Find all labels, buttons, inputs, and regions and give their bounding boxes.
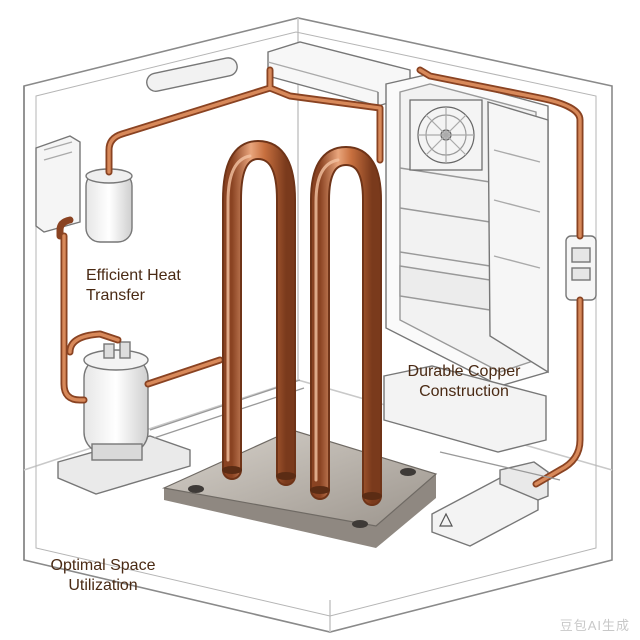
label-line: Construction: [419, 383, 509, 400]
watermark: 豆包AI生成: [559, 618, 630, 633]
label-line: Durable Copper: [407, 363, 521, 380]
label-optimal-space-utilization: Optimal Space Utilization: [40, 556, 166, 596]
base-plate: [161, 429, 438, 548]
top-tube: [146, 57, 238, 92]
label-line: Transfer: [86, 287, 145, 304]
fan-icon: [409, 99, 483, 171]
label-efficient-heat-transfer: Efficient Heat Transfer: [86, 266, 181, 306]
compressor: [57, 341, 191, 495]
copper-u-tubes: [222, 139, 382, 506]
label-line: Optimal Space: [50, 557, 156, 574]
pressure-switch: [565, 235, 597, 301]
receiver-tank: [85, 168, 133, 243]
label-line: Utilization: [68, 577, 138, 594]
warning-triangle-icon: [439, 512, 453, 527]
copper-pipe-network: [56, 66, 584, 488]
label-line: Efficient Heat: [86, 267, 181, 284]
label-durable-copper-construction: Durable Copper Construction: [396, 362, 532, 402]
wall-controller: [35, 135, 81, 233]
pipe-sensor: [431, 461, 549, 547]
